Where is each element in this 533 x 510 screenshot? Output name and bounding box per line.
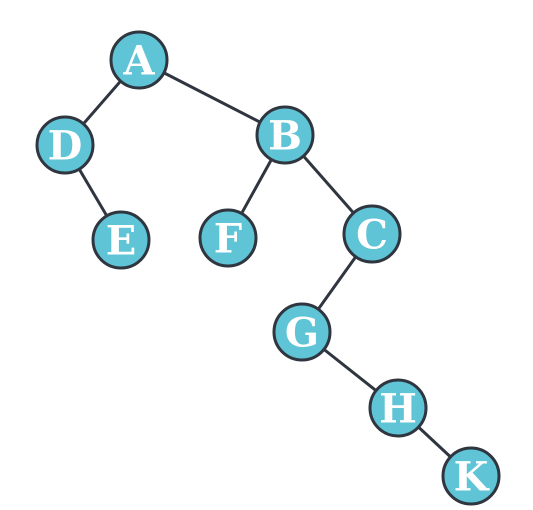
- node-label: H: [379, 386, 417, 433]
- node-circle: [109, 30, 169, 90]
- node-circle: [368, 378, 428, 438]
- tree-node-e: E: [91, 210, 151, 270]
- node-label: D: [48, 123, 83, 170]
- node-label: G: [285, 310, 319, 357]
- node-circle: [35, 115, 95, 175]
- node-circle: [272, 302, 332, 362]
- tree-node-k: K: [441, 446, 501, 506]
- tree-node-h: H: [368, 378, 428, 438]
- node-circle: [255, 105, 315, 165]
- tree-node-a: A: [109, 30, 169, 90]
- tree-node-b: B: [255, 105, 315, 165]
- node-label: F: [214, 216, 242, 263]
- node-label: B: [268, 113, 302, 160]
- tree-node-d: D: [35, 115, 95, 175]
- tree-node-c: C: [342, 204, 402, 264]
- node-label: E: [106, 218, 137, 265]
- node-label: A: [122, 38, 155, 85]
- node-circle: [342, 204, 402, 264]
- node-circle: [441, 446, 501, 506]
- tree-node-f: F: [198, 208, 258, 268]
- tree-node-g: G: [272, 302, 332, 362]
- node-label: K: [454, 454, 490, 501]
- node-circle: [198, 208, 258, 268]
- node-label: C: [356, 212, 388, 259]
- tree-nodes: AD B E F C G HK: [35, 30, 501, 506]
- node-circle: [91, 210, 151, 270]
